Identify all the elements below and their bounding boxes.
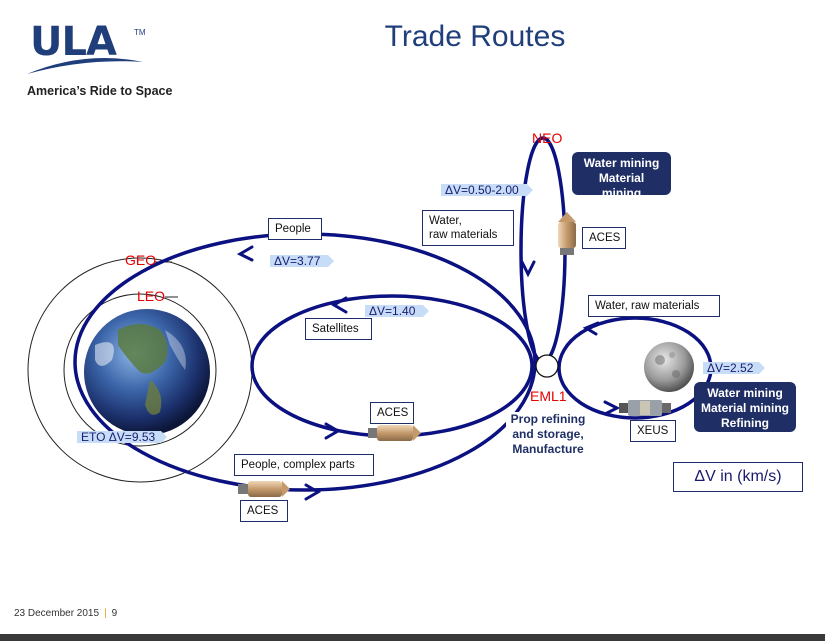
activity-neo: Water mining Material mining xyxy=(572,152,671,200)
footer-date: 23 December 2015 xyxy=(14,608,100,619)
leo-label: LEO xyxy=(137,288,166,304)
activity-moon: Water mining Material mining Refining xyxy=(694,382,796,432)
aces-label-geo: ACES xyxy=(240,500,288,522)
delta-v-geo: ΔV=3.77 xyxy=(274,254,321,268)
xeus-label: XEUS xyxy=(630,420,676,442)
cargo-water-raw-moon: Water, raw materials xyxy=(588,295,720,317)
route-arrows xyxy=(236,245,621,501)
footer: 23 December 2015|9 xyxy=(14,608,118,619)
eml1-label: EML1 xyxy=(530,388,567,404)
aces-label-leo: ACES xyxy=(370,402,414,424)
tagline: America’s Ride to Space xyxy=(27,84,173,98)
footer-page-number: 9 xyxy=(111,608,118,619)
cargo-water-raw-neo: Water, raw materials xyxy=(422,210,514,246)
neo-route xyxy=(519,136,567,364)
aces-vehicle-leo-icon xyxy=(368,425,421,441)
aces-vehicle-neo-icon xyxy=(558,212,576,255)
page-title: Trade Routes xyxy=(384,20,566,53)
eml1-node xyxy=(535,354,559,378)
aces-vehicle-geo-icon xyxy=(238,481,290,497)
neo-label: NEO xyxy=(532,130,563,146)
ula-logo: ULA xyxy=(30,19,117,65)
earth-image xyxy=(84,309,210,435)
cargo-satellites: Satellites xyxy=(305,318,372,340)
activity-eml1: Prop refining and storage, Manufacture xyxy=(506,412,590,462)
bottom-bar xyxy=(0,634,825,641)
logo-swoosh xyxy=(27,58,143,74)
moon-image xyxy=(644,342,694,392)
cargo-people: People xyxy=(268,218,322,240)
delta-v-neo: ΔV=0.50-2.00 xyxy=(445,183,519,197)
delta-v-leo: ΔV=1.40 xyxy=(369,304,416,318)
leo-orbit-ring xyxy=(63,293,217,447)
delta-v-units-box: ΔV in (km/s) xyxy=(673,462,803,492)
aces-label-neo: ACES xyxy=(582,227,626,249)
delta-v-eto: ETO ΔV=9.53 xyxy=(81,430,156,444)
cargo-people-parts: People, complex parts xyxy=(234,454,374,476)
geo-label: GEO xyxy=(125,252,157,268)
delta-v-moon: ΔV=2.52 xyxy=(707,361,754,375)
xeus-vehicle-icon xyxy=(619,400,671,416)
logo-trademark: TM xyxy=(134,28,146,37)
